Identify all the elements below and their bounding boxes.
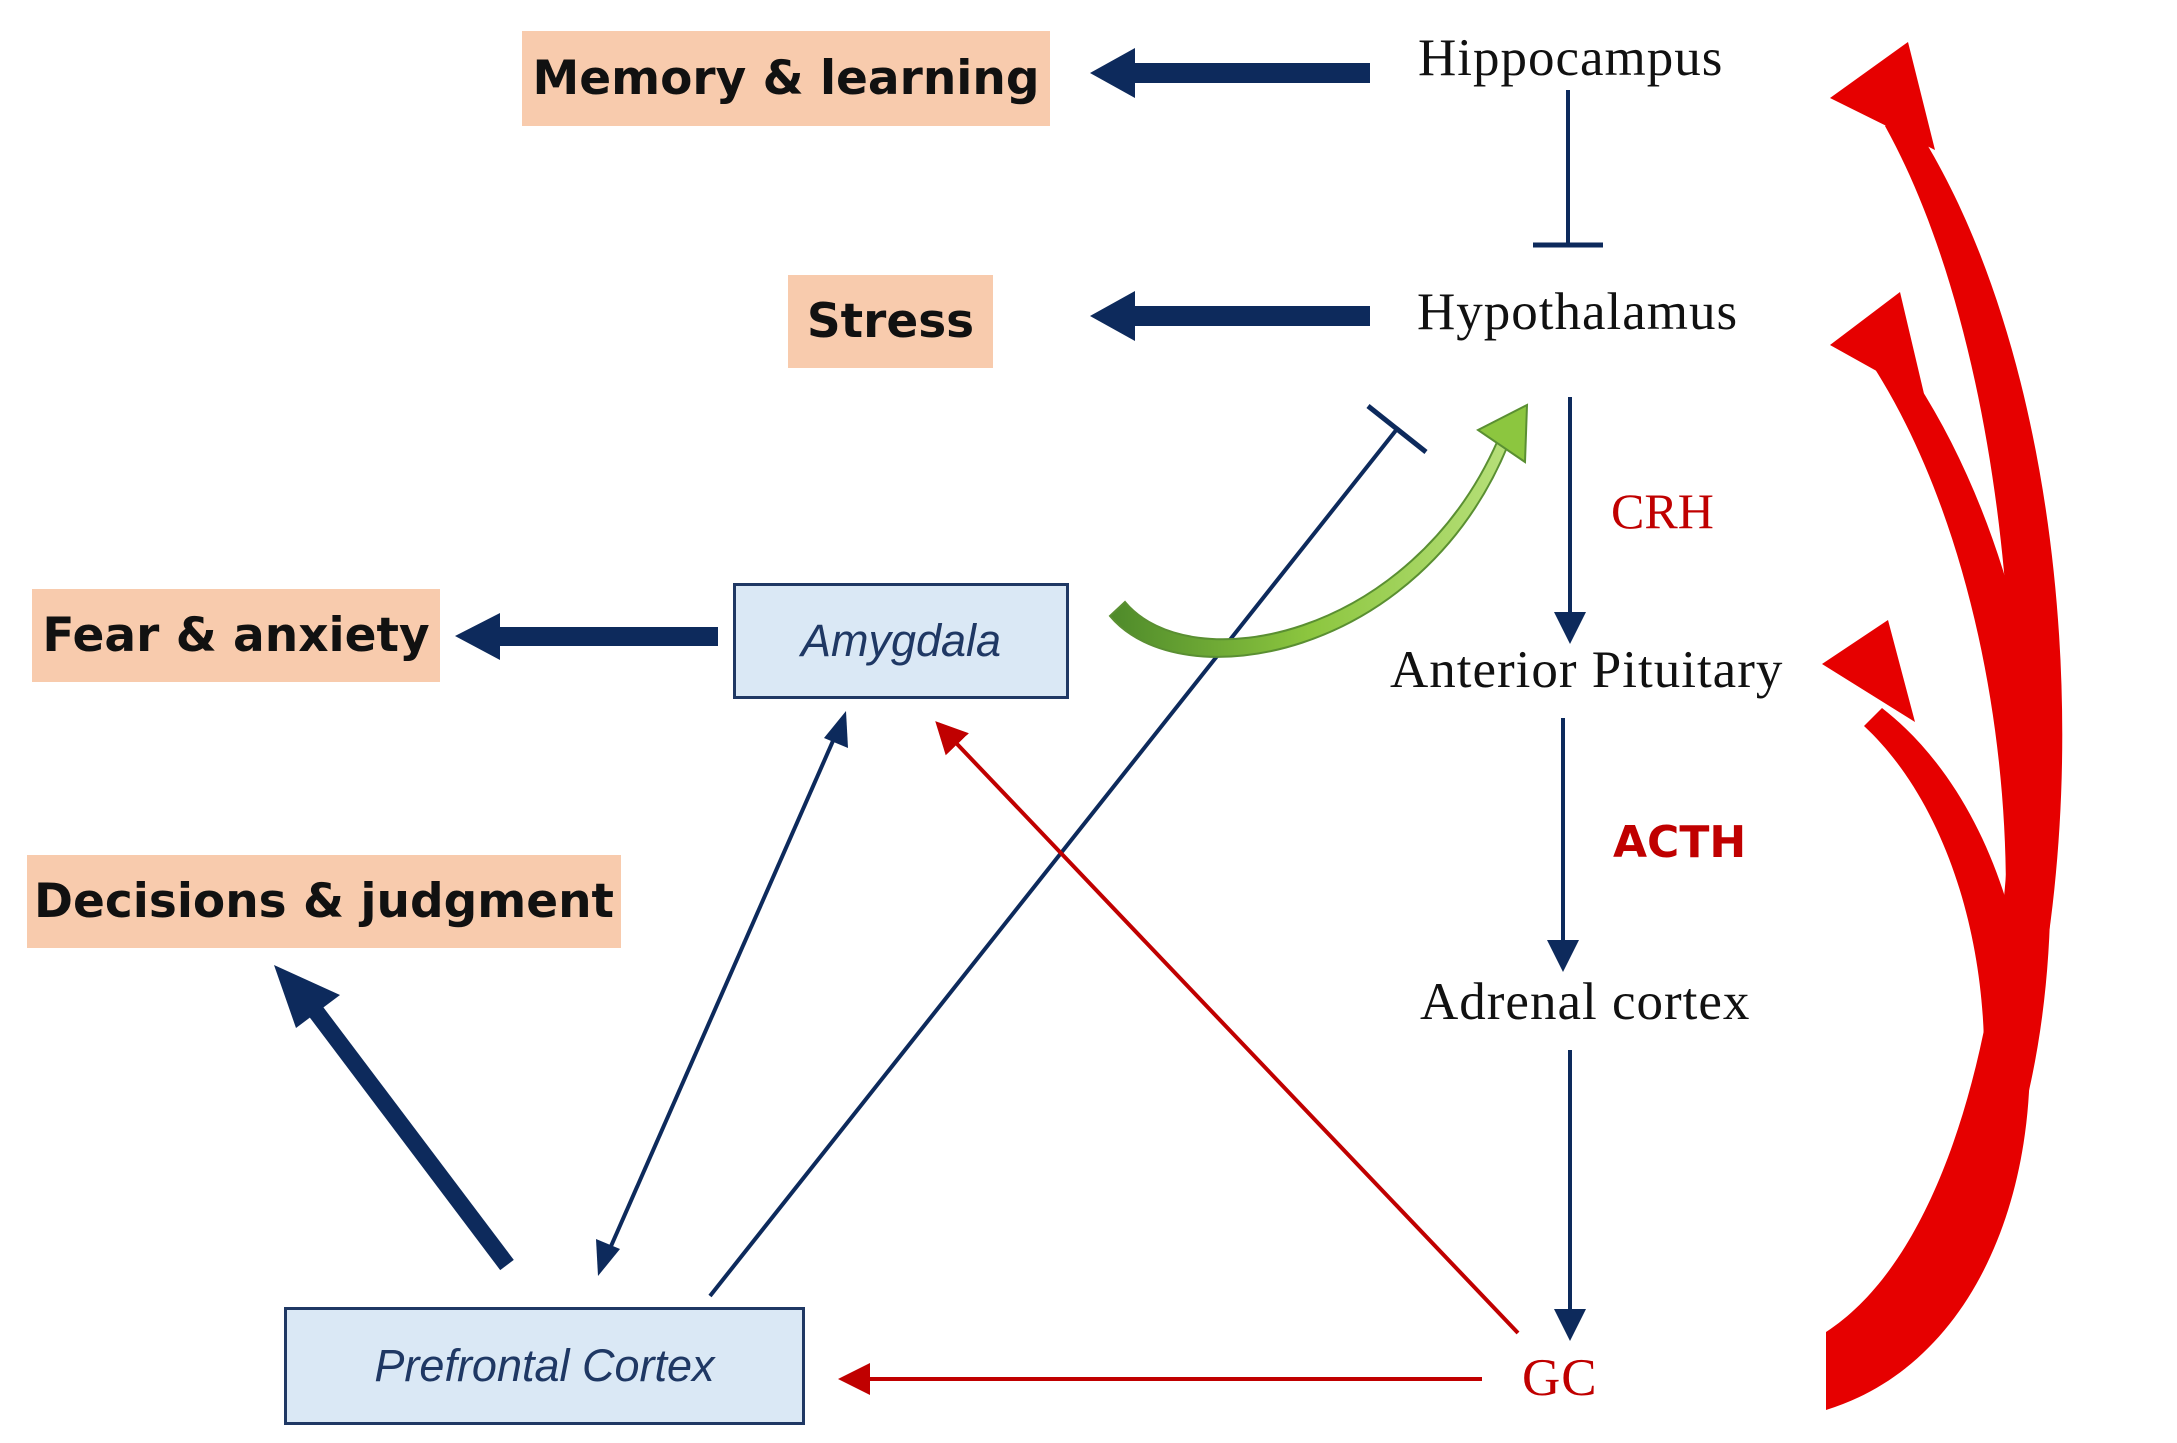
arrow-amygdala-to-fear <box>455 613 718 660</box>
node-anterior-pituitary: Anterior Pituitary <box>1390 641 1784 699</box>
hormone-crh: CRH <box>1611 483 1714 539</box>
arrow-hypothalamus-to-stress <box>1090 291 1370 341</box>
region-amygdala: Amygdala <box>733 583 1069 699</box>
node-adrenal-cortex: Adrenal cortex <box>1420 973 1751 1031</box>
node-gc: GC <box>1522 1349 1598 1407</box>
inhibition-prefrontal-hypothalamus <box>708 404 1428 1298</box>
outcome-stress: Stress <box>788 275 993 368</box>
arrow-prefrontal-amygdala-bidirectional <box>596 711 848 1276</box>
outcome-fear-anxiety: Fear & anxiety <box>32 589 440 682</box>
outcome-decisions-judgment: Decisions & judgment <box>27 855 621 948</box>
arrow-gc-to-amygdala <box>935 721 1520 1335</box>
arrow-prefrontal-to-decisions <box>274 965 514 1271</box>
region-prefrontal-cortex: Prefrontal Cortex <box>284 1307 805 1425</box>
node-hippocampus: Hippocampus <box>1418 29 1724 87</box>
arrow-hippocampus-to-memory <box>1090 48 1370 98</box>
arrow-amygdala-activates-hypothalamus <box>1108 403 1529 658</box>
outcome-memory-learning: Memory & learning <box>522 31 1050 126</box>
node-hypothalamus: Hypothalamus <box>1417 283 1739 341</box>
feedback-gc-to-pituitary <box>1822 620 2030 1410</box>
hormone-acth: ACTH <box>1613 817 1747 868</box>
inhibition-hippocampus-hypothalamus <box>1533 90 1603 248</box>
